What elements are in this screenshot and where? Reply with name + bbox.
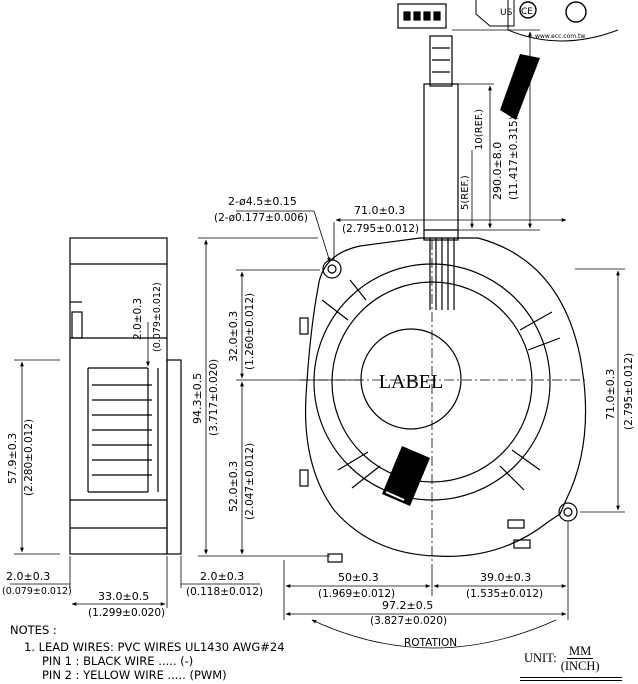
dim-gap-in: (0.118±0.012) [186, 586, 263, 598]
notes-title: NOTES : [10, 623, 57, 637]
dim-lower-mm: 52.0±0.3 [227, 461, 240, 512]
dim-total-height-mm: 94.3±0.5 [191, 373, 204, 424]
unit-prefix: UNIT: [524, 651, 557, 665]
cert-ce: CE [521, 7, 533, 17]
dimension-texts: 2-ø4.5±0.15 (2-ø0.177±0.006) 71.0±0.3 (2… [2, 109, 635, 649]
dim-hole-mm: 2-ø4.5±0.15 [228, 195, 297, 208]
cert-area [475, 0, 619, 120]
dim-lead-in: (11.417±0.315) [508, 116, 520, 200]
notes-line-2: PIN 1 : BLACK WIRE ..... (-) [42, 654, 194, 668]
dim-ref10: 10(REF.) [474, 109, 485, 150]
dim-side-tab-mm: 2.0±0.3 [132, 298, 144, 340]
dim-total-height-in: (3.717±0.020) [208, 359, 220, 436]
dim-50-in: (1.969±0.012) [318, 588, 395, 600]
unit-top: MM [567, 644, 594, 659]
unit-bottom: (INCH) [560, 659, 600, 673]
dim-overall-mm: 97.2±0.5 [382, 599, 433, 612]
dim-width-top-mm: 71.0±0.3 [354, 204, 405, 217]
unit-underline-2 [520, 680, 622, 681]
notes-line-3: PIN 2 : YELLOW WIRE ..... (PWM) [42, 668, 227, 682]
wire-strip [382, 446, 430, 506]
label-text: LABEL [379, 371, 443, 393]
dim-39-in: (1.535±0.012) [466, 588, 543, 600]
dim-side-tab-in: (0.079±0.012) [152, 282, 163, 352]
front-dimension-lines [198, 29, 625, 649]
notes-line-1: 1. LEAD WIRES: PVC WIRES UL1430 AWG#24 [24, 640, 285, 654]
dim-bottom-left-in: (0.079±0.012) [2, 586, 72, 597]
cert-web: www.ecc.com.tw [535, 33, 585, 40]
dim-lead-mm: 290.0±8.0 [491, 142, 504, 200]
side-view [69, 237, 182, 555]
dim-depth-mm: 33.0±0.5 [98, 590, 149, 603]
dim-gap-mm: 2.0±0.3 [200, 570, 244, 583]
unit-legend: UNIT: MM (INCH) [524, 644, 600, 673]
cert-us: US [500, 8, 513, 18]
unit-fraction: MM (INCH) [561, 644, 600, 673]
dim-hole-in: (2-ø0.177±0.006) [214, 212, 308, 224]
dim-side-height-in: (2.280±0.012) [23, 419, 35, 496]
dim-39-mm: 39.0±0.3 [480, 571, 531, 584]
side-dimensions [10, 322, 260, 608]
dim-right-height-in: (2.795±0.012) [623, 353, 635, 430]
notes-block: NOTES : 1. LEAD WIRES: PVC WIRES UL1430 … [10, 622, 285, 684]
dim-upper-in: (1.260±0.012) [244, 293, 256, 370]
rotation-text: ROTATION [404, 637, 457, 649]
dim-depth-in: (1.299±0.020) [88, 607, 165, 619]
unit-underline-1 [520, 677, 622, 678]
dim-overall-in: (3.827±0.020) [370, 615, 447, 627]
dim-ref5: 5(REF.) [460, 175, 471, 210]
dim-lower-in: (2.047±0.012) [244, 443, 256, 520]
dim-right-height-mm: 71.0±0.3 [604, 369, 617, 420]
dim-bottom-left-mm: 2.0±0.3 [6, 570, 50, 583]
dim-side-height-mm: 57.9±0.3 [6, 433, 19, 484]
dim-50-mm: 50±0.3 [338, 571, 379, 584]
dim-width-top-in: (2.795±0.012) [342, 223, 419, 235]
dim-upper-mm: 32.0±0.3 [227, 311, 240, 362]
front-view [299, 3, 587, 563]
